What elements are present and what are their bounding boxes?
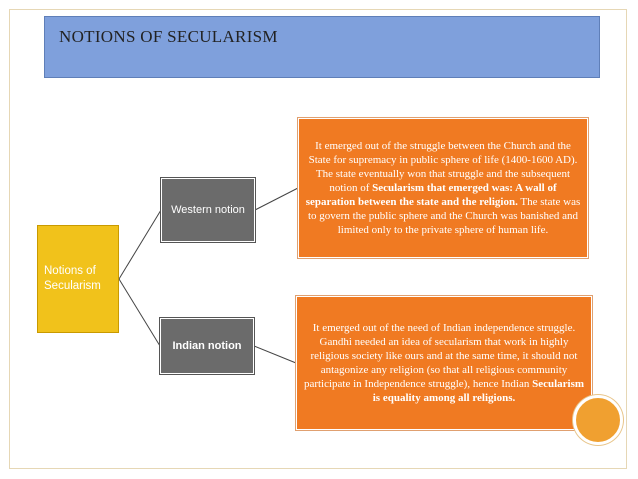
connector-root-indian	[118, 278, 161, 347]
indian-notion-detail: It emerged out of the need of Indian ind…	[295, 295, 593, 431]
western-notion-node: Western notion	[160, 177, 256, 243]
indian-detail-bold: Secularism is equality among all religio…	[372, 378, 585, 404]
western-notion-detail: It emerged out of the struggle between t…	[297, 117, 589, 259]
indian-notion-label: Indian notion	[172, 340, 242, 352]
root-node: Notions of Secularism	[37, 225, 119, 333]
western-detail-part: It emerged out of the struggle between t…	[308, 140, 578, 194]
western-notion-label: Western notion	[171, 204, 245, 216]
accent-circle	[573, 395, 623, 445]
indian-detail-text: It emerged out of the need of Indian ind…	[303, 321, 585, 405]
indian-detail-part: It emerged out of the need of Indian ind…	[303, 322, 578, 390]
root-node-label: Notions of Secularism	[44, 265, 101, 292]
western-detail-part: The state was to govern the public spher…	[307, 196, 581, 236]
slide-title: NOTIONS OF SECULARISM	[59, 27, 278, 46]
connector-root-western	[118, 209, 162, 280]
western-detail-text: It emerged out of the struggle between t…	[305, 139, 581, 237]
connector-indian-detail	[253, 345, 297, 364]
connector-western-detail	[254, 187, 299, 211]
title-bar: NOTIONS OF SECULARISM	[44, 16, 600, 78]
indian-notion-node: Indian notion	[159, 317, 255, 375]
western-detail-bold: Secularism that emerged was: A wall of s…	[305, 182, 557, 208]
